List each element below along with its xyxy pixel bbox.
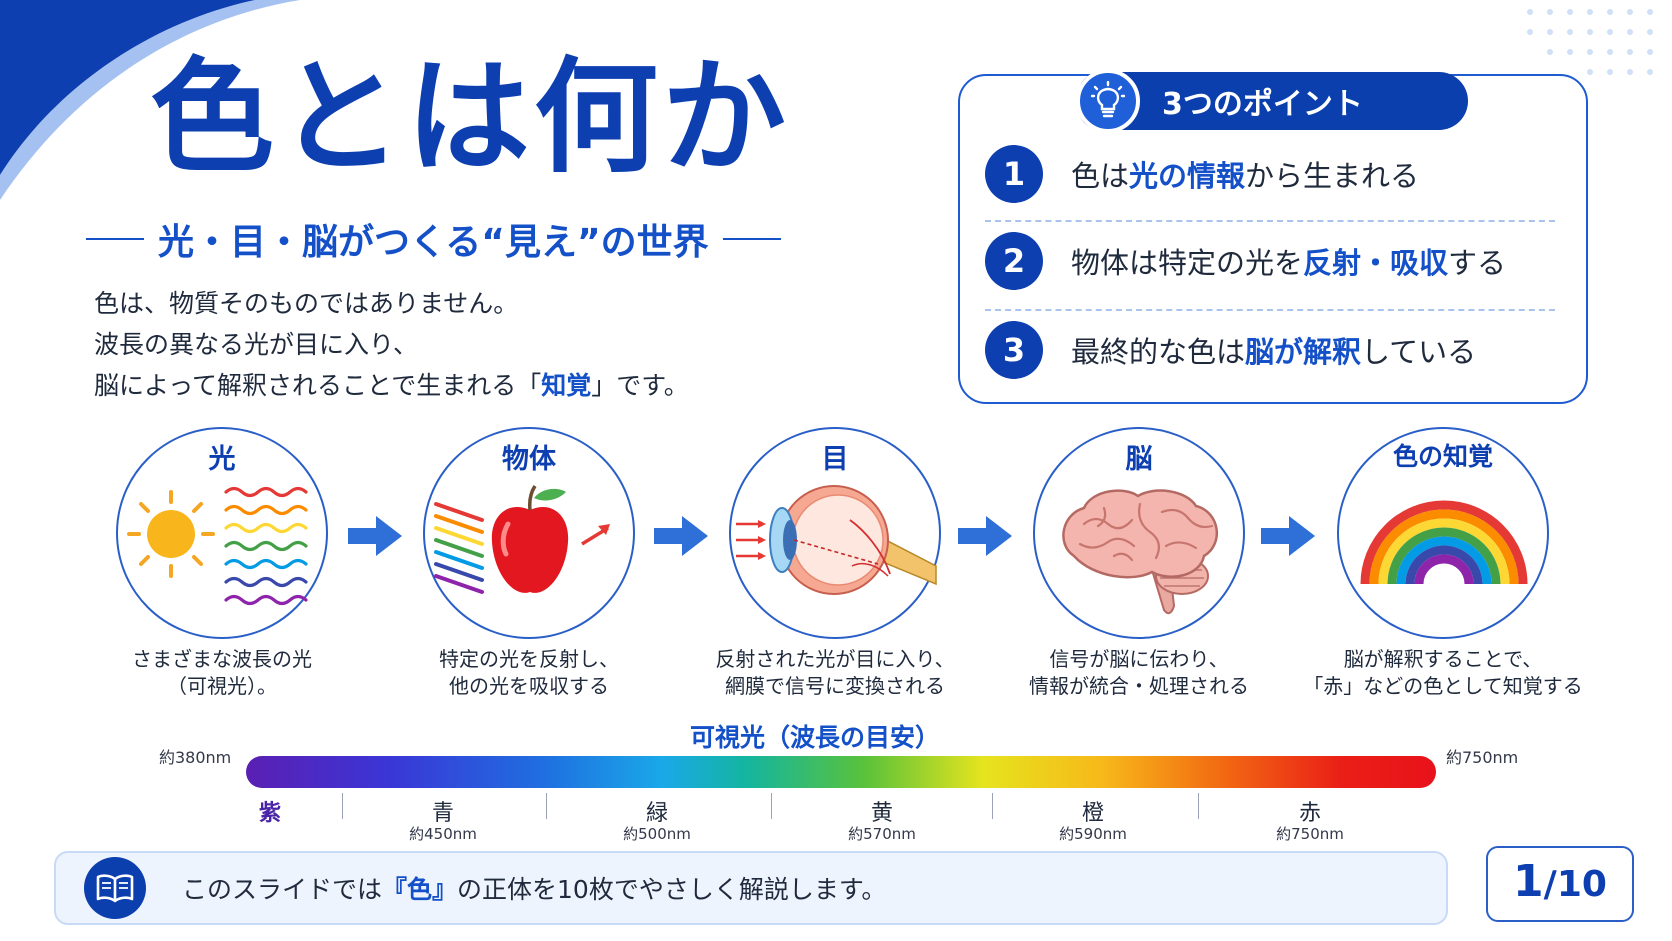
color-name-blue: 青 (431, 801, 454, 826)
stage-label: 光 (208, 444, 236, 475)
arrow-right-icon (348, 516, 402, 556)
stage-caption: 特定の光を反射し、他の光を吸収する (439, 647, 619, 698)
brain-icon (1062, 489, 1219, 615)
page-current: 1 (1513, 856, 1544, 907)
eye-icon (736, 485, 937, 595)
point-divider (985, 220, 1555, 222)
stage-label: 色の知覚 (1392, 442, 1493, 471)
spectrum-title: 可視光（波長の目安） (690, 723, 941, 752)
color-name-yellow: 黄 (870, 801, 893, 826)
footer-banner: このスライドでは『色』の正体を10枚でやさしく解説します。 (54, 851, 1448, 925)
subtitle-rule-left (86, 238, 144, 240)
intro-highlight: 知覚 (541, 371, 592, 400)
corner-swoosh (0, 0, 300, 200)
color-wavelength: 約450nm (409, 825, 477, 843)
spectrum-tick (546, 793, 547, 819)
point-text: 色は光の情報から生まれる (1071, 159, 1420, 193)
dot-grid (1527, 9, 1653, 75)
point-item-2: 2 物体は特定の光を反射・吸収する (985, 230, 1555, 292)
intro-line: 色は、物質そのものではありません。 (94, 289, 519, 318)
arrow-right-icon (958, 516, 1012, 556)
intro-line: 波長の異なる光が目に入り、 (94, 330, 419, 359)
spectrum-tick (992, 793, 993, 819)
book-icon (84, 857, 146, 919)
point-divider (985, 309, 1555, 311)
color-name-green: 緑 (645, 801, 668, 826)
key-points-badge: 3つのポイント (1076, 69, 1468, 133)
color-name-orange: 橙 (1081, 801, 1104, 826)
stage-caption: 反射された光が目に入り、網膜で信号に変換される (715, 647, 955, 698)
color-wavelength: 約570nm (848, 825, 916, 843)
spectrum-end-label: 約750nm (1446, 748, 1519, 767)
apple-icon (434, 485, 610, 594)
key-points-title: 3つのポイント (1162, 87, 1363, 122)
color-name-red: 赤 (1298, 801, 1321, 826)
point-number: 3 (985, 321, 1043, 379)
color-wavelength: 約500nm (623, 825, 691, 843)
point-text: 最終的な色は脳が解釈している (1071, 335, 1477, 369)
stage-caption: 脳が解釈することで、「赤」などの色として知覚する (1303, 647, 1583, 698)
page-title: 色とは何か (150, 46, 791, 190)
stage-label: 脳 (1125, 444, 1153, 475)
point-item-3: 3 最終的な色は脳が解釈している (985, 319, 1555, 381)
spectrum-tick (1198, 793, 1199, 819)
rainbow-icon (1360, 500, 1528, 585)
spectrum-tick (342, 793, 343, 819)
color-wavelength: 約590nm (1059, 825, 1127, 843)
stage-label: 物体 (502, 444, 556, 475)
page-indicator: 1 / 10 (1486, 846, 1634, 922)
arrow-right-icon (654, 516, 708, 556)
point-item-1: 1 色は光の情報から生まれる (985, 143, 1555, 205)
spectrum-start-label: 約380nm (159, 748, 232, 767)
color-name-violet: 紫 (258, 801, 281, 826)
arrow-right-icon (1261, 516, 1315, 556)
lightbulb-icon (1076, 69, 1140, 133)
page-separator: / (1543, 864, 1557, 905)
stage-label: 目 (821, 444, 849, 475)
stage-caption: さまざまな波長の光（可視光）。 (132, 647, 312, 698)
stage-caption: 信号が脳に伝わり、情報が統合・処理される (1029, 647, 1249, 698)
subtitle-rule-right (722, 238, 781, 240)
footer-text: このスライドでは『色』の正体を10枚でやさしく解説します。 (182, 875, 887, 904)
spectrum-tick (771, 793, 772, 819)
sun-and-waves-icon (127, 486, 308, 606)
page-subtitle: 光・目・脳がつくる“見え”の世界 (158, 222, 709, 263)
page-total: 10 (1556, 864, 1607, 905)
subtitle-row: 光・目・脳がつくる“見え”の世界 (86, 212, 866, 266)
intro-text: 色は、物質そのものではありません。 波長の異なる光が目に入り、 脳によって解釈さ… (94, 283, 689, 406)
color-wavelength: 約750nm (1276, 825, 1344, 843)
intro-line: 脳によって解釈されることで生まれる「知覚」です。 (94, 371, 689, 400)
spectrum-bar (246, 756, 1436, 788)
point-number: 1 (985, 145, 1043, 203)
point-text: 物体は特定の光を反射・吸収する (1071, 246, 1507, 280)
point-number: 2 (985, 232, 1043, 290)
